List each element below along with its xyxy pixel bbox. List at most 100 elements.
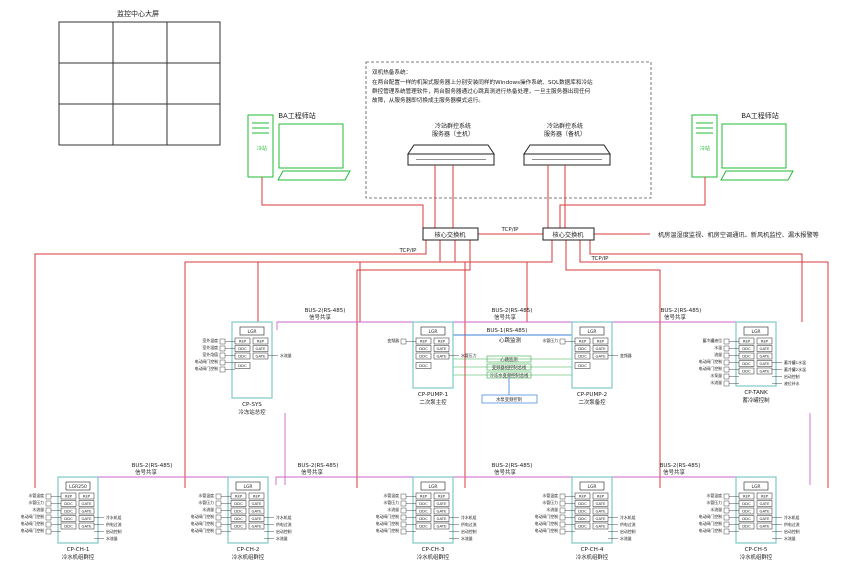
bus2-label: BUS-2(RS-485) — [305, 308, 346, 314]
bus2-label: BUS-2(RS-485) — [298, 463, 339, 469]
controller-desc: 二次泵主控 — [420, 398, 448, 406]
module-left-label: DDC — [578, 516, 587, 521]
module-bottom-label: DDC — [578, 363, 587, 368]
module-left — [234, 337, 251, 345]
module-right — [78, 492, 95, 500]
module-left — [574, 507, 591, 515]
output-label: 冷水机组 — [276, 515, 292, 520]
module-right-label: REP — [597, 339, 605, 344]
tcpip-right-label: TCP/IP — [591, 256, 610, 262]
bus2-share: 信号共享 — [663, 468, 686, 476]
module-top — [743, 481, 769, 491]
module-top — [743, 326, 769, 336]
module-left-label: DDC — [419, 524, 428, 529]
module-left-label: DDC — [742, 354, 751, 359]
module-right-label: GATE — [596, 501, 607, 506]
note-line-4: 故障，从服务器即切换成主服务器模式运行。 — [372, 96, 484, 104]
module-left-label: DDC — [64, 516, 73, 521]
controller-id: CP-CH-4 — [581, 547, 604, 553]
module-left-label: DDC — [742, 369, 751, 374]
module-right — [592, 352, 609, 360]
module-right — [592, 507, 609, 515]
module-right-label: REP — [761, 339, 769, 344]
module-left-label: DDC — [64, 524, 73, 529]
module-top — [235, 481, 261, 491]
module-left — [60, 522, 77, 530]
bus2-share: 信号共享 — [301, 468, 324, 476]
module-right-label: GATE — [437, 509, 448, 514]
input-terminal — [215, 507, 222, 514]
module-top-label: LGR — [587, 329, 596, 335]
input-label: 流量 — [714, 352, 722, 357]
module-right-label: REP — [438, 339, 446, 344]
input-label: 电动阀门控制 — [376, 521, 399, 526]
backup-server-line1: 冷站群控系统 — [547, 122, 583, 130]
module-left — [574, 345, 591, 352]
module-left — [60, 492, 77, 500]
controller-id: CP-CH-3 — [422, 547, 445, 553]
module-right-label: GATE — [596, 509, 607, 514]
module-right — [252, 352, 269, 360]
input-label: 变频器 — [387, 338, 399, 343]
input-terminal — [723, 528, 730, 535]
module-right — [756, 500, 773, 507]
input-label: 水管压力 — [198, 500, 214, 505]
module-right — [252, 345, 269, 352]
module-right-label: GATE — [252, 524, 263, 529]
output-label: 冷水机组 — [106, 515, 122, 520]
module-right — [756, 345, 773, 352]
module-right — [756, 492, 773, 500]
output-label: 水流量 — [784, 536, 796, 541]
module-right-label: GATE — [82, 524, 93, 529]
module-left — [574, 337, 591, 345]
module-right — [433, 345, 450, 352]
input-terminal — [400, 521, 407, 528]
input-terminal — [215, 528, 222, 535]
input-label: 电动阀门控制 — [535, 514, 558, 519]
input-terminal — [559, 521, 566, 528]
input-terminal — [45, 514, 52, 521]
module-right-label: GATE — [437, 354, 448, 359]
module-left-label: DDC — [742, 501, 751, 506]
input-terminal — [723, 373, 730, 380]
output-label: 蓄冷罐1水温 — [784, 360, 806, 365]
input-label: 电动阀门控制 — [535, 521, 558, 526]
module-top — [420, 481, 446, 491]
output-label: 水流量 — [280, 353, 292, 358]
input-label: 水泵量 — [710, 373, 722, 378]
module-right-label: GATE — [760, 516, 771, 521]
module-right-label: GATE — [760, 524, 771, 529]
module-left-label: DDC — [578, 509, 587, 514]
controller-id: CP-CH-2 — [237, 547, 260, 553]
output-label: 启动控制 — [784, 529, 800, 534]
input-label: 水管压力 — [28, 500, 44, 505]
module-left — [415, 345, 432, 352]
module-right — [433, 507, 450, 515]
input-terminal — [400, 514, 407, 521]
input-label: 水管压力 — [706, 500, 722, 505]
module-left-label: DDC — [578, 524, 587, 529]
module-top-label: LGR250 — [69, 484, 87, 490]
module-right — [592, 337, 609, 345]
module-right — [433, 500, 450, 507]
note-line-3: 群控管理系统管理软件，两台服务器通过心跳真测进行热备处理，一旦主服务器出现任何 — [372, 87, 591, 95]
bus2-label: BUS-2(RS-485) — [660, 463, 701, 469]
input-terminal — [723, 359, 730, 366]
module-top-label: LGR — [587, 484, 596, 490]
input-terminal — [723, 345, 730, 352]
output-label: 启动控制 — [784, 374, 800, 379]
input-terminal — [45, 528, 52, 535]
right-workstation-label: BA工程师站 — [741, 111, 779, 120]
module-left-label: REP — [420, 494, 428, 499]
module-right — [433, 522, 450, 530]
module-top — [65, 481, 91, 491]
module-right — [433, 337, 450, 345]
module-top-label: LGR — [751, 329, 760, 335]
module-left-label: DDC — [234, 501, 243, 506]
bus2-share: 信号共享 — [135, 468, 158, 476]
controller-desc: 冷水机组群控 — [740, 553, 773, 561]
